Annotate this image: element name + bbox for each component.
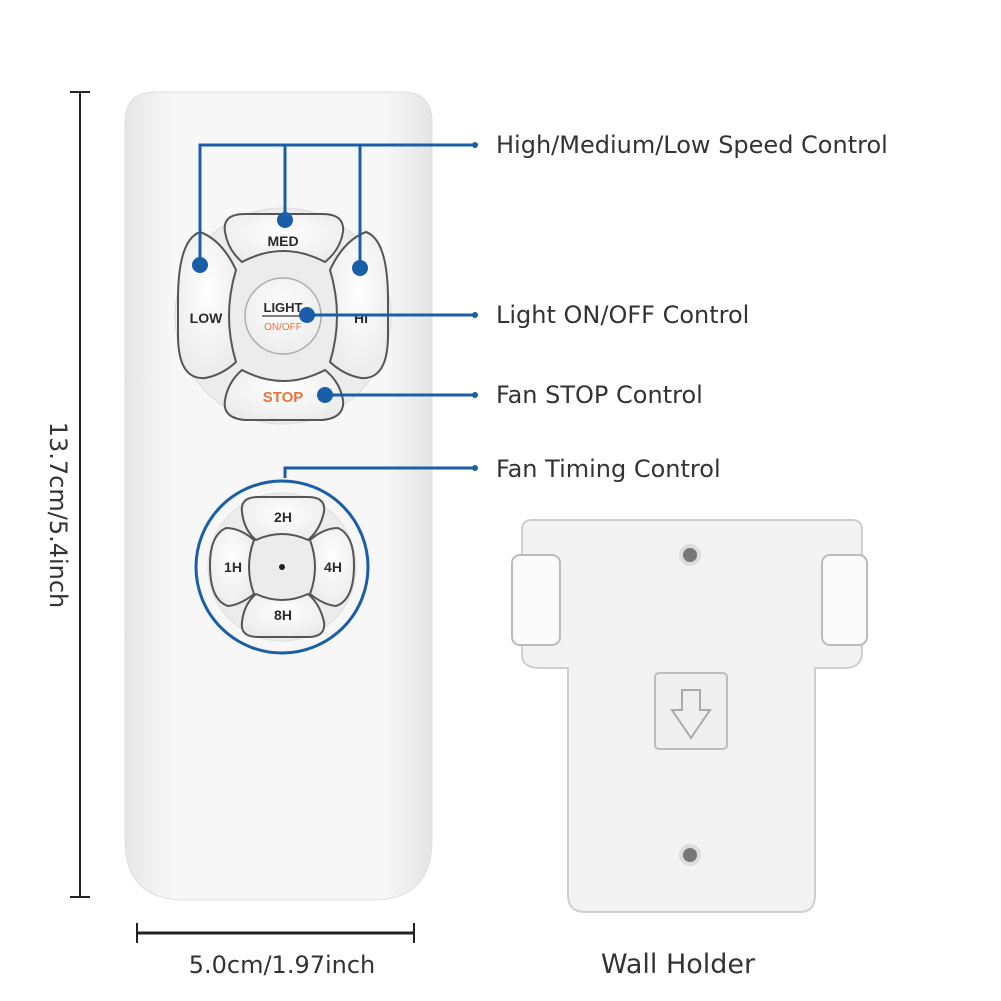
timer-2h-label: 2H — [274, 509, 292, 525]
timer-2h-button[interactable] — [240, 496, 326, 542]
timer-1h-label: 1H — [224, 559, 242, 575]
stop-button[interactable] — [223, 368, 345, 421]
callout-dots — [192, 142, 478, 471]
screw-hole-bottom — [679, 844, 701, 866]
callout-stop: Fan STOP Control — [496, 381, 703, 409]
callout-light: Light ON/OFF Control — [496, 301, 749, 329]
timer-cluster: 2H 1H 4H 8H — [194, 479, 370, 655]
hi-label: HI — [354, 310, 368, 326]
height-dimension-line — [70, 91, 90, 898]
timer-4h-label: 4H — [324, 559, 342, 575]
arrow-down-icon — [670, 689, 712, 740]
light-label: LIGHT — [264, 300, 303, 315]
med-label: MED — [267, 233, 298, 249]
med-button[interactable] — [223, 213, 345, 264]
hi-button[interactable] — [328, 230, 389, 380]
timer-highlight-ring — [194, 479, 370, 655]
callout-speed: High/Medium/Low Speed Control — [496, 131, 888, 159]
width-dimension-label: 5.0cm/1.97inch — [189, 951, 376, 979]
speed-control-cluster: MED LOW HI LIGHT ON/OFF STOP — [174, 207, 392, 425]
timer-8h-button[interactable] — [240, 592, 326, 638]
wall-holder-label: Wall Holder — [601, 949, 756, 980]
callout-lines — [198, 143, 475, 478]
low-label: LOW — [190, 310, 223, 326]
low-button[interactable] — [177, 230, 238, 380]
timer-4h-button[interactable] — [308, 526, 356, 608]
width-dimension-line — [136, 923, 415, 943]
wall-holder — [511, 519, 868, 913]
stop-label: STOP — [263, 389, 304, 406]
timer-1h-button[interactable] — [208, 526, 256, 608]
center-dot — [279, 564, 285, 570]
height-dimension-label: 13.7cm/5.4inch — [44, 422, 72, 609]
screw-hole-top — [679, 544, 701, 566]
on-off-label: ON/OFF — [264, 322, 302, 333]
callout-timing: Fan Timing Control — [496, 455, 721, 483]
timer-8h-label: 8H — [274, 607, 292, 623]
